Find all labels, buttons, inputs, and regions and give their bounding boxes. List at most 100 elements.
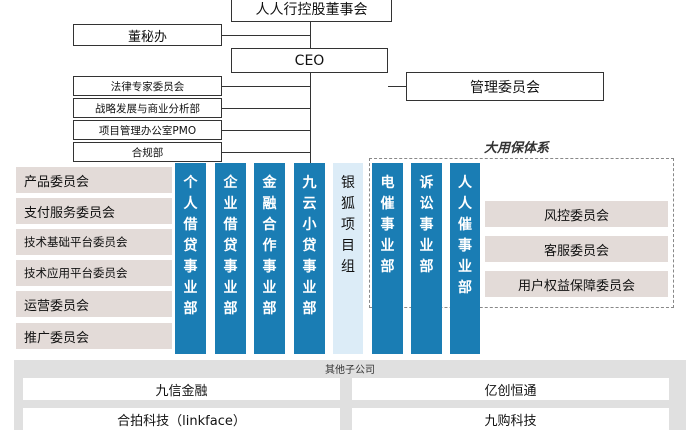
subsidiary-label: 合拍科技（linkface） <box>117 413 246 429</box>
connector-line <box>310 73 311 163</box>
business-unit-column: 银狐项目组 <box>333 163 363 354</box>
connector-line <box>222 35 310 36</box>
business-unit-char: 事 <box>302 259 317 275</box>
business-unit-char: 部 <box>223 301 238 317</box>
business-unit-char: 电 <box>380 175 395 191</box>
business-unit-char: 项 <box>341 217 355 233</box>
business-unit-column: 诉讼事业部 <box>411 163 442 354</box>
left-committee: 技术应用平台委员会 <box>16 260 172 286</box>
management-committee-label: 管理委员会 <box>470 79 540 96</box>
board-box: 人人行控股董事会 <box>231 0 392 22</box>
left-committee-label: 产品委员会 <box>24 174 90 190</box>
business-unit-char: 作 <box>262 238 277 254</box>
ceo-unit-box: 项目管理办公室PMO <box>73 120 222 140</box>
business-unit-char: 贷 <box>183 238 198 254</box>
guarantee-committee: 客服委员会 <box>485 236 668 262</box>
business-unit-char: 业 <box>262 280 277 296</box>
connector-line <box>222 108 310 109</box>
connector-line <box>310 22 311 48</box>
business-unit-char: 目 <box>341 238 355 254</box>
business-unit-char: 人 <box>458 175 472 191</box>
guarantee-committee: 风控委员会 <box>485 201 668 227</box>
connector-line <box>222 86 310 87</box>
ceo-unit-box: 法律专家委员会 <box>73 76 222 96</box>
business-unit-char: 业 <box>183 280 198 296</box>
business-unit-char: 个 <box>183 175 198 191</box>
ceo-box: CEO <box>231 48 388 73</box>
business-unit-char: 人 <box>458 196 472 212</box>
business-unit-char: 云 <box>302 196 317 212</box>
connector-line <box>222 130 310 131</box>
subsidiary-label: 亿创恒通 <box>484 383 537 399</box>
business-unit-char: 事 <box>380 217 395 233</box>
left-committee-label: 推广委员会 <box>24 330 90 346</box>
business-unit-char: 借 <box>223 217 238 233</box>
business-unit-column: 企业借贷事业部 <box>215 163 246 354</box>
business-unit-column: 九云小贷事业部 <box>294 163 325 354</box>
business-unit-char: 催 <box>458 217 472 233</box>
business-unit-char: 业 <box>419 238 434 254</box>
connector-line <box>388 86 406 87</box>
business-unit-char: 九 <box>302 175 317 191</box>
ceo-unit-label: 法律专家委员会 <box>110 80 185 93</box>
business-unit-char: 小 <box>302 217 317 233</box>
left-committee: 推广委员会 <box>16 323 172 349</box>
management-committee-box: 管理委员会 <box>406 72 604 101</box>
guarantee-system-title: 大用保体系 <box>484 141 550 156</box>
secretary-box: 董秘办 <box>73 24 222 46</box>
subsidiary-label: 九购科技 <box>484 413 537 429</box>
ceo-unit-label: 合规部 <box>131 146 164 159</box>
secretary-label: 董秘办 <box>127 29 167 45</box>
left-committee: 运营委员会 <box>16 291 172 317</box>
left-committee-label: 运营委员会 <box>24 298 90 314</box>
business-unit-char: 催 <box>380 196 395 212</box>
left-committee-label: 支付服务委员会 <box>24 205 116 221</box>
subsidiary-item: 合拍科技（linkface） <box>23 408 340 430</box>
guarantee-system-frame <box>369 158 674 308</box>
guarantee-committee-label: 用户权益保障委员会 <box>517 278 635 294</box>
ceo-unit-box: 合规部 <box>73 142 222 162</box>
business-unit-char: 企 <box>223 175 238 191</box>
business-unit-char: 诉 <box>419 175 434 191</box>
business-unit-char: 业 <box>380 238 395 254</box>
business-unit-char: 事 <box>262 259 277 275</box>
ceo-unit-label: 战略发展与商业分析部 <box>95 102 200 115</box>
subsidiary-item: 九信金融 <box>23 378 340 400</box>
business-unit-char: 业 <box>223 280 238 296</box>
business-unit-char: 贷 <box>302 238 317 254</box>
business-unit-char: 部 <box>419 259 434 275</box>
business-unit-column: 人人催事业部 <box>450 163 480 354</box>
business-unit-char: 借 <box>183 217 198 233</box>
business-unit-char: 部 <box>380 259 395 275</box>
business-unit-char: 人 <box>183 196 198 212</box>
subsidiary-label: 九信金融 <box>155 383 208 399</box>
connector-line <box>222 152 310 153</box>
ceo-label: CEO <box>294 52 325 69</box>
left-committee: 产品委员会 <box>16 167 172 193</box>
board-label: 人人行控股董事会 <box>255 2 368 18</box>
business-unit-char: 业 <box>223 196 238 212</box>
left-committee-label: 技术应用平台委员会 <box>24 266 128 280</box>
business-unit-char: 部 <box>458 280 472 296</box>
business-unit-char: 贷 <box>223 238 238 254</box>
business-unit-column: 金融合作事业部 <box>254 163 285 354</box>
subsidiaries-panel: 其他子公司 九信金融 亿创恒通 合拍科技（linkface） 九购科技 <box>14 360 686 430</box>
business-unit-char: 业 <box>302 280 317 296</box>
business-unit-char: 部 <box>183 301 198 317</box>
subsidiaries-title: 其他子公司 <box>325 365 375 376</box>
business-unit-char: 讼 <box>419 196 434 212</box>
subsidiary-item: 亿创恒通 <box>352 378 669 400</box>
subsidiary-item: 九购科技 <box>352 408 669 430</box>
ceo-unit-label: 项目管理办公室PMO <box>98 124 197 137</box>
business-unit-column: 电催事业部 <box>372 163 403 354</box>
business-unit-char: 事 <box>183 259 198 275</box>
business-unit-char: 融 <box>262 196 277 212</box>
left-committee: 技术基础平台委员会 <box>16 229 172 255</box>
left-committee-label: 技术基础平台委员会 <box>24 235 128 249</box>
business-unit-column: 个人借贷事业部 <box>175 163 206 354</box>
left-committee: 支付服务委员会 <box>16 198 172 224</box>
business-unit-char: 组 <box>341 259 355 275</box>
business-unit-char: 部 <box>262 301 277 317</box>
ceo-unit-box: 战略发展与商业分析部 <box>73 98 222 118</box>
business-unit-char: 金 <box>262 175 277 191</box>
